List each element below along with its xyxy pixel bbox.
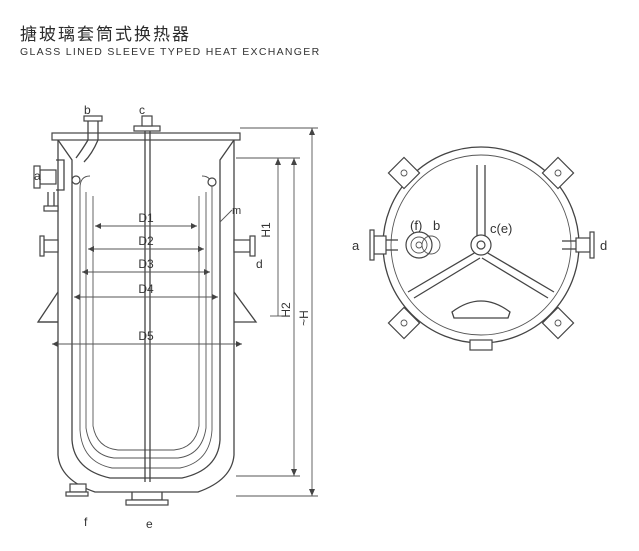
nozzle-c-flange: [133, 125, 161, 132]
label-d2: D2: [138, 234, 154, 248]
spoke-top: [476, 165, 486, 238]
label-c: c: [139, 103, 145, 117]
right-shoulder: [219, 139, 235, 180]
nozzle-e: [131, 492, 163, 501]
bottom-nozzle: [469, 339, 493, 351]
top-flange: [51, 132, 241, 141]
outer-sleeve: [79, 188, 213, 469]
page-subtitle: GLASS LINED SLEEVE TYPED HEAT EXCHANGER: [20, 46, 321, 58]
height-dimensions: [236, 127, 318, 497]
left-side-nozzle: [43, 239, 59, 253]
middle-sleeve: [85, 192, 207, 459]
spoke-lower-right: [481, 251, 555, 299]
top-view: a (f) b c(e) d: [352, 146, 607, 351]
label-h2: H2: [279, 302, 293, 318]
support-lugs: [387, 156, 575, 340]
label-d3: D3: [138, 257, 154, 271]
left-support-lug: [36, 291, 59, 323]
nozzle-b-flange: [83, 115, 103, 122]
inner-sleeve: [92, 196, 200, 451]
nozzle-b-top: [405, 231, 433, 259]
label-b: b: [84, 103, 91, 117]
label-d5: D5: [138, 329, 154, 343]
top-label-d: d: [600, 238, 607, 253]
label-h: ~H: [297, 310, 311, 326]
side-view: b c a m d f e D1 D2 D3 D4 D5 H1 H2 ~H: [33, 103, 318, 531]
label-d4: D4: [138, 282, 154, 296]
label-h1: H1: [259, 222, 273, 238]
nozzle-d: [233, 239, 251, 253]
top-label-b: b: [433, 218, 440, 233]
left-bend: [79, 175, 91, 189]
label-m: m: [232, 205, 241, 217]
nozzle-a: [39, 169, 57, 185]
nozzle-d-top: [575, 237, 591, 253]
label-f: f: [84, 515, 88, 529]
top-label-a: a: [352, 238, 360, 253]
page-title: 搪玻璃套筒式换热器: [20, 25, 191, 45]
right-support-lug: [233, 291, 258, 323]
diameter-dimensions: [52, 223, 242, 347]
label-e: e: [146, 517, 153, 531]
top-label-ce: c(e): [490, 221, 512, 236]
label-a: a: [34, 169, 41, 183]
vessel-wall: [71, 180, 221, 479]
outer-jacket: [57, 140, 235, 493]
left-shoulder: [57, 139, 73, 180]
nozzle-a-top: [373, 235, 387, 255]
sight-glass: [451, 300, 511, 319]
top-label-f: (f): [410, 218, 422, 233]
label-d1: D1: [138, 211, 154, 225]
nozzle-f: [69, 483, 87, 493]
inner-circle: [390, 154, 572, 336]
label-d: d: [256, 257, 263, 271]
spoke-lower-left: [407, 251, 481, 299]
